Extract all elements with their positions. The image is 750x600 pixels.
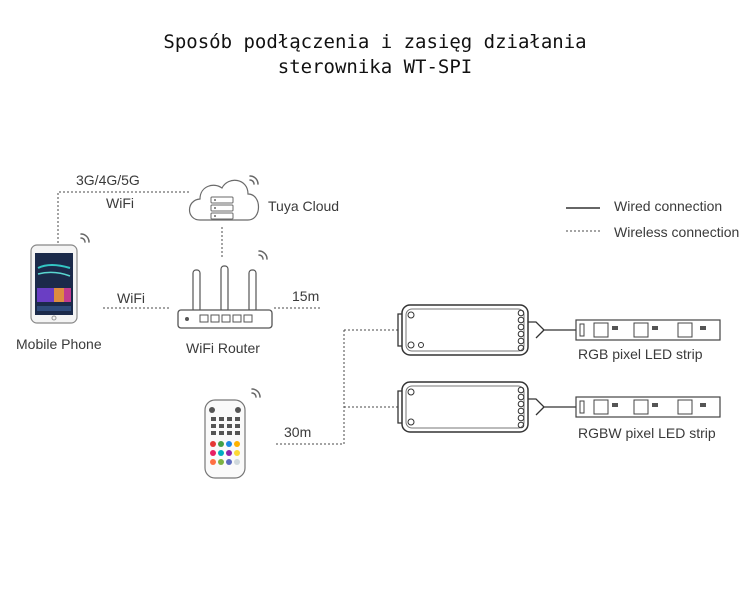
title-line-1: Sposób podłączenia i zasięg działania [163, 31, 587, 53]
phone-icon [30, 244, 78, 324]
wifi-signal-icon [258, 250, 268, 260]
label-mobile-network: 3G/4G/5G [76, 172, 140, 188]
phone-cloud-link [57, 191, 190, 243]
controller-icon [397, 304, 576, 356]
wireless-links [57, 191, 600, 445]
label-tuya-cloud: Tuya Cloud [268, 198, 340, 214]
label-rgb-strip: RGB pixel LED strip [578, 346, 703, 362]
legend-wired-label: Wired connection [614, 198, 723, 214]
label-wifi-cloud: WiFi [106, 195, 134, 211]
diagram-title: Sposób podłączenia i zasięg działania st… [0, 30, 750, 80]
label-mobile-phone: Mobile Phone [16, 336, 102, 352]
label-wifi-phone: WiFi [117, 290, 145, 306]
legend-wireless-label: Wireless connection [614, 224, 740, 240]
wifi-signal-icon [249, 175, 259, 185]
wifi-signal-icon [251, 388, 261, 398]
led-strip-icon [575, 319, 721, 341]
led-strip-icon [575, 396, 721, 418]
remote-link [274, 330, 345, 445]
router-icon [177, 265, 273, 329]
label-range-15m: 15m [292, 288, 320, 304]
label-rgbw-strip: RGBW pixel LED strip [578, 425, 716, 441]
label-range-30m: 30m [284, 424, 312, 440]
title-line-2: sterownika WT-SPI [277, 56, 473, 78]
label-wifi-router: WiFi Router [186, 340, 260, 356]
remote-icon [204, 399, 246, 479]
wifi-signal-icon [80, 233, 90, 243]
controller-icon [397, 381, 576, 433]
cloud-icon [188, 179, 260, 221]
